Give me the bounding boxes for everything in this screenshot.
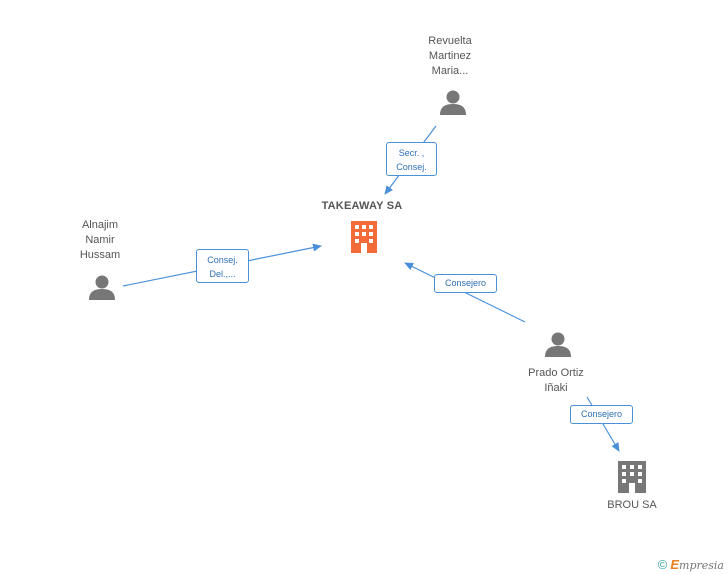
edge-label-alnajim: Consej. Del.,... (196, 249, 249, 283)
footer-brand: © Empresia (658, 557, 724, 572)
company-name-takeaway[interactable]: TAKEAWAY SA (321, 200, 403, 212)
edge-label-prado-takeaway: Consejero (434, 274, 497, 293)
person-name-revuelta[interactable]: Revuelta Martinez Maria... (428, 35, 472, 77)
brand-logo-initial: E (670, 557, 680, 572)
person-icon[interactable] (440, 90, 466, 116)
building-icon[interactable] (351, 221, 377, 253)
person-name-alnajim[interactable]: Alnajim Namir Hussam (79, 219, 121, 261)
copyright-icon: © (657, 557, 668, 572)
building-icon[interactable] (618, 461, 646, 493)
person-icon[interactable] (89, 275, 115, 301)
company-name-brou[interactable]: BROU SA (607, 499, 657, 511)
edge-label-revuelta: Secr. , Consej. (386, 142, 437, 176)
person-icon[interactable] (545, 332, 571, 358)
edge-label-prado-brou: Consejero (570, 405, 633, 424)
brand-logo-text: mpresia (679, 559, 724, 572)
person-name-prado[interactable]: Prado Ortiz Iñaki (528, 367, 584, 394)
